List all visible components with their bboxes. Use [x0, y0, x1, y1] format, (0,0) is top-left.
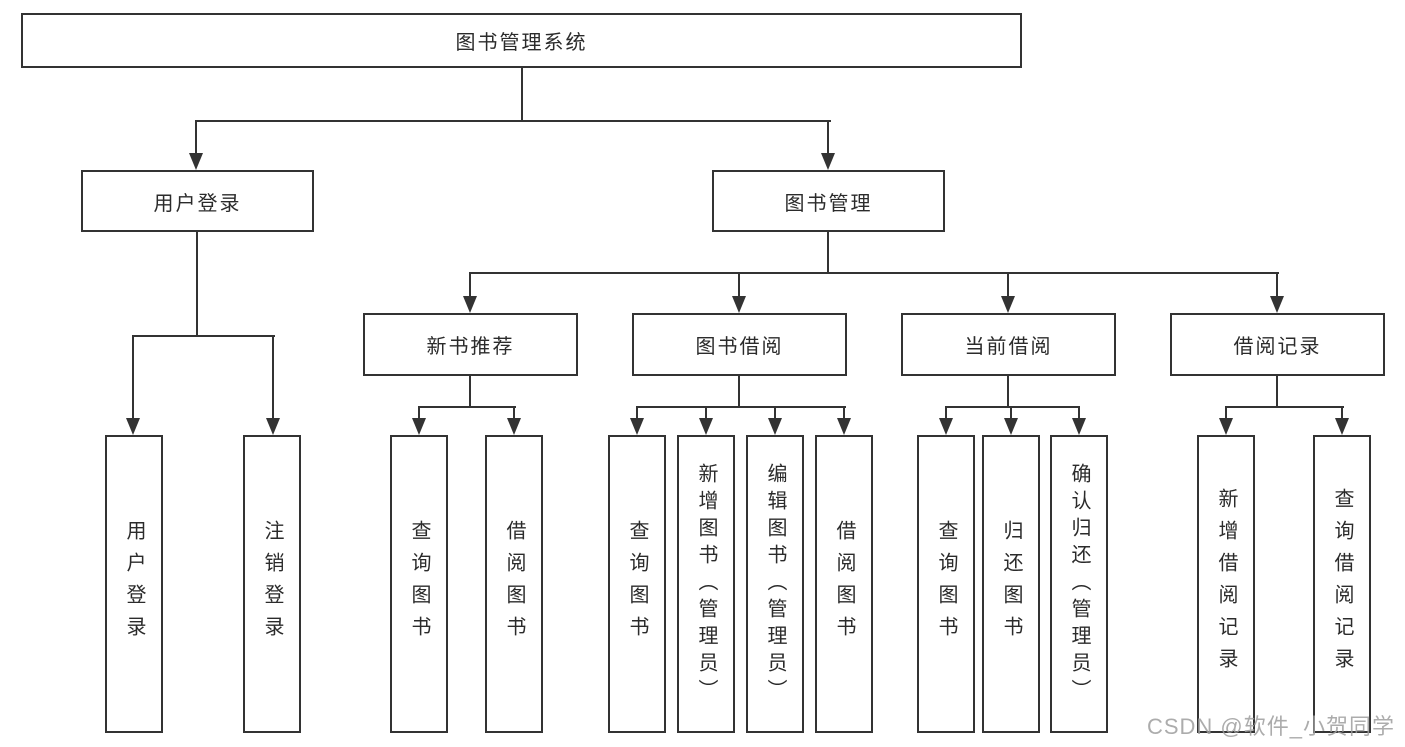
leaf-add-book-admin-label: 新增图书（管理员） — [695, 462, 717, 706]
leaf-user-login: 用户登录 — [105, 435, 163, 733]
connector-line — [469, 376, 471, 407]
leaf-query-books-borrowing-label: 查询图书 — [626, 520, 648, 648]
node-book-management-label: 图书管理 — [784, 192, 873, 215]
connector-line — [521, 68, 523, 122]
arrow-down-icon — [768, 418, 782, 435]
node-root: 图书管理系统 — [21, 13, 1022, 68]
arrow-down-icon — [1004, 418, 1018, 435]
connector-line — [418, 406, 420, 422]
arrow-down-icon — [412, 418, 426, 435]
node-current-borrowing: 当前借阅 — [901, 313, 1116, 376]
arrow-down-icon — [630, 418, 644, 435]
leaf-confirm-return-admin: 确认归还（管理员） — [1050, 435, 1108, 733]
arrow-down-icon — [1335, 418, 1349, 435]
arrow-down-icon — [939, 418, 953, 435]
connector-line — [1007, 376, 1009, 407]
node-borrow-records-label: 借阅记录 — [1233, 336, 1322, 358]
connector-line — [469, 272, 471, 300]
leaf-query-borrow-record: 查询借阅记录 — [1313, 435, 1371, 733]
leaf-confirm-return-admin-label: 确认归还（管理员） — [1068, 462, 1090, 706]
connector-line — [827, 120, 829, 158]
arrow-down-icon — [463, 296, 477, 313]
connector-line — [1225, 406, 1344, 408]
arrow-down-icon — [1219, 418, 1233, 435]
node-borrow-records: 借阅记录 — [1170, 313, 1385, 376]
arrow-down-icon — [1270, 296, 1284, 313]
connector-line — [827, 232, 829, 274]
connector-line — [469, 272, 1279, 274]
node-user-login-label: 用户登录 — [153, 192, 242, 215]
node-current-borrowing-label: 当前借阅 — [964, 336, 1053, 358]
arrow-down-icon — [266, 418, 280, 435]
arrow-down-icon — [126, 418, 140, 435]
node-user-login: 用户登录 — [81, 170, 314, 232]
node-root-label: 图书管理系统 — [455, 32, 588, 54]
connector-line — [1010, 406, 1012, 422]
connector-line — [1078, 406, 1080, 422]
connector-line — [272, 335, 274, 422]
leaf-add-borrow-record: 新增借阅记录 — [1197, 435, 1255, 733]
leaf-query-books-current-label: 查询图书 — [935, 520, 957, 648]
leaf-add-borrow-record-label: 新增借阅记录 — [1215, 488, 1237, 680]
connector-line — [705, 406, 707, 422]
leaf-borrow-books-borrowing: 借阅图书 — [815, 435, 873, 733]
node-new-book-recommend: 新书推荐 — [363, 313, 578, 376]
connector-line — [195, 120, 831, 122]
connector-line — [636, 406, 638, 422]
leaf-query-borrow-record-label: 查询借阅记录 — [1331, 488, 1353, 680]
arrow-down-icon — [1072, 418, 1086, 435]
leaf-query-books-borrowing: 查询图书 — [608, 435, 666, 733]
arrow-down-icon — [699, 418, 713, 435]
arrow-down-icon — [189, 153, 203, 170]
connector-line — [1276, 376, 1278, 407]
leaf-return-book-label: 归还图书 — [1000, 520, 1022, 648]
connector-line — [636, 406, 846, 408]
connector-line — [195, 120, 197, 158]
leaf-edit-book-admin: 编辑图书（管理员） — [746, 435, 804, 733]
connector-line — [843, 406, 845, 422]
leaf-user-login-label: 用户登录 — [123, 520, 145, 648]
connector-line — [774, 406, 776, 422]
connector-line — [738, 272, 740, 300]
connector-line — [1225, 406, 1227, 422]
connector-line — [1341, 406, 1343, 422]
node-book-borrowing: 图书借阅 — [632, 313, 847, 376]
leaf-borrow-books-borrowing-label: 借阅图书 — [833, 520, 855, 648]
connector-line — [738, 376, 740, 407]
leaf-query-books-recommend: 查询图书 — [390, 435, 448, 733]
connector-line — [945, 406, 1080, 408]
leaf-borrow-books-recommend: 借阅图书 — [485, 435, 543, 733]
connector-line — [945, 406, 947, 422]
arrow-down-icon — [507, 418, 521, 435]
node-new-book-recommend-label: 新书推荐 — [426, 336, 515, 358]
leaf-edit-book-admin-label: 编辑图书（管理员） — [764, 462, 786, 706]
arrow-down-icon — [1001, 296, 1015, 313]
leaf-logout: 注销登录 — [243, 435, 301, 733]
leaf-return-book: 归还图书 — [982, 435, 1040, 733]
connector-line — [132, 335, 275, 337]
leaf-logout-label: 注销登录 — [261, 520, 283, 648]
connector-line — [1007, 272, 1009, 300]
node-book-borrowing-label: 图书借阅 — [695, 336, 784, 358]
csdn-watermark: CSDN @软件_小贺同学 — [1146, 714, 1395, 739]
connector-line — [513, 406, 515, 422]
leaf-query-books-current: 查询图书 — [917, 435, 975, 733]
leaf-borrow-books-recommend-label: 借阅图书 — [503, 520, 525, 648]
connector-line — [196, 232, 198, 337]
connector-line — [418, 406, 516, 408]
leaf-query-books-recommend-label: 查询图书 — [408, 520, 430, 648]
connector-line — [1276, 272, 1278, 300]
node-book-management: 图书管理 — [712, 170, 945, 232]
arrow-down-icon — [837, 418, 851, 435]
leaf-add-book-admin: 新增图书（管理员） — [677, 435, 735, 733]
arrow-down-icon — [732, 296, 746, 313]
connector-line — [132, 335, 134, 422]
arrow-down-icon — [821, 153, 835, 170]
